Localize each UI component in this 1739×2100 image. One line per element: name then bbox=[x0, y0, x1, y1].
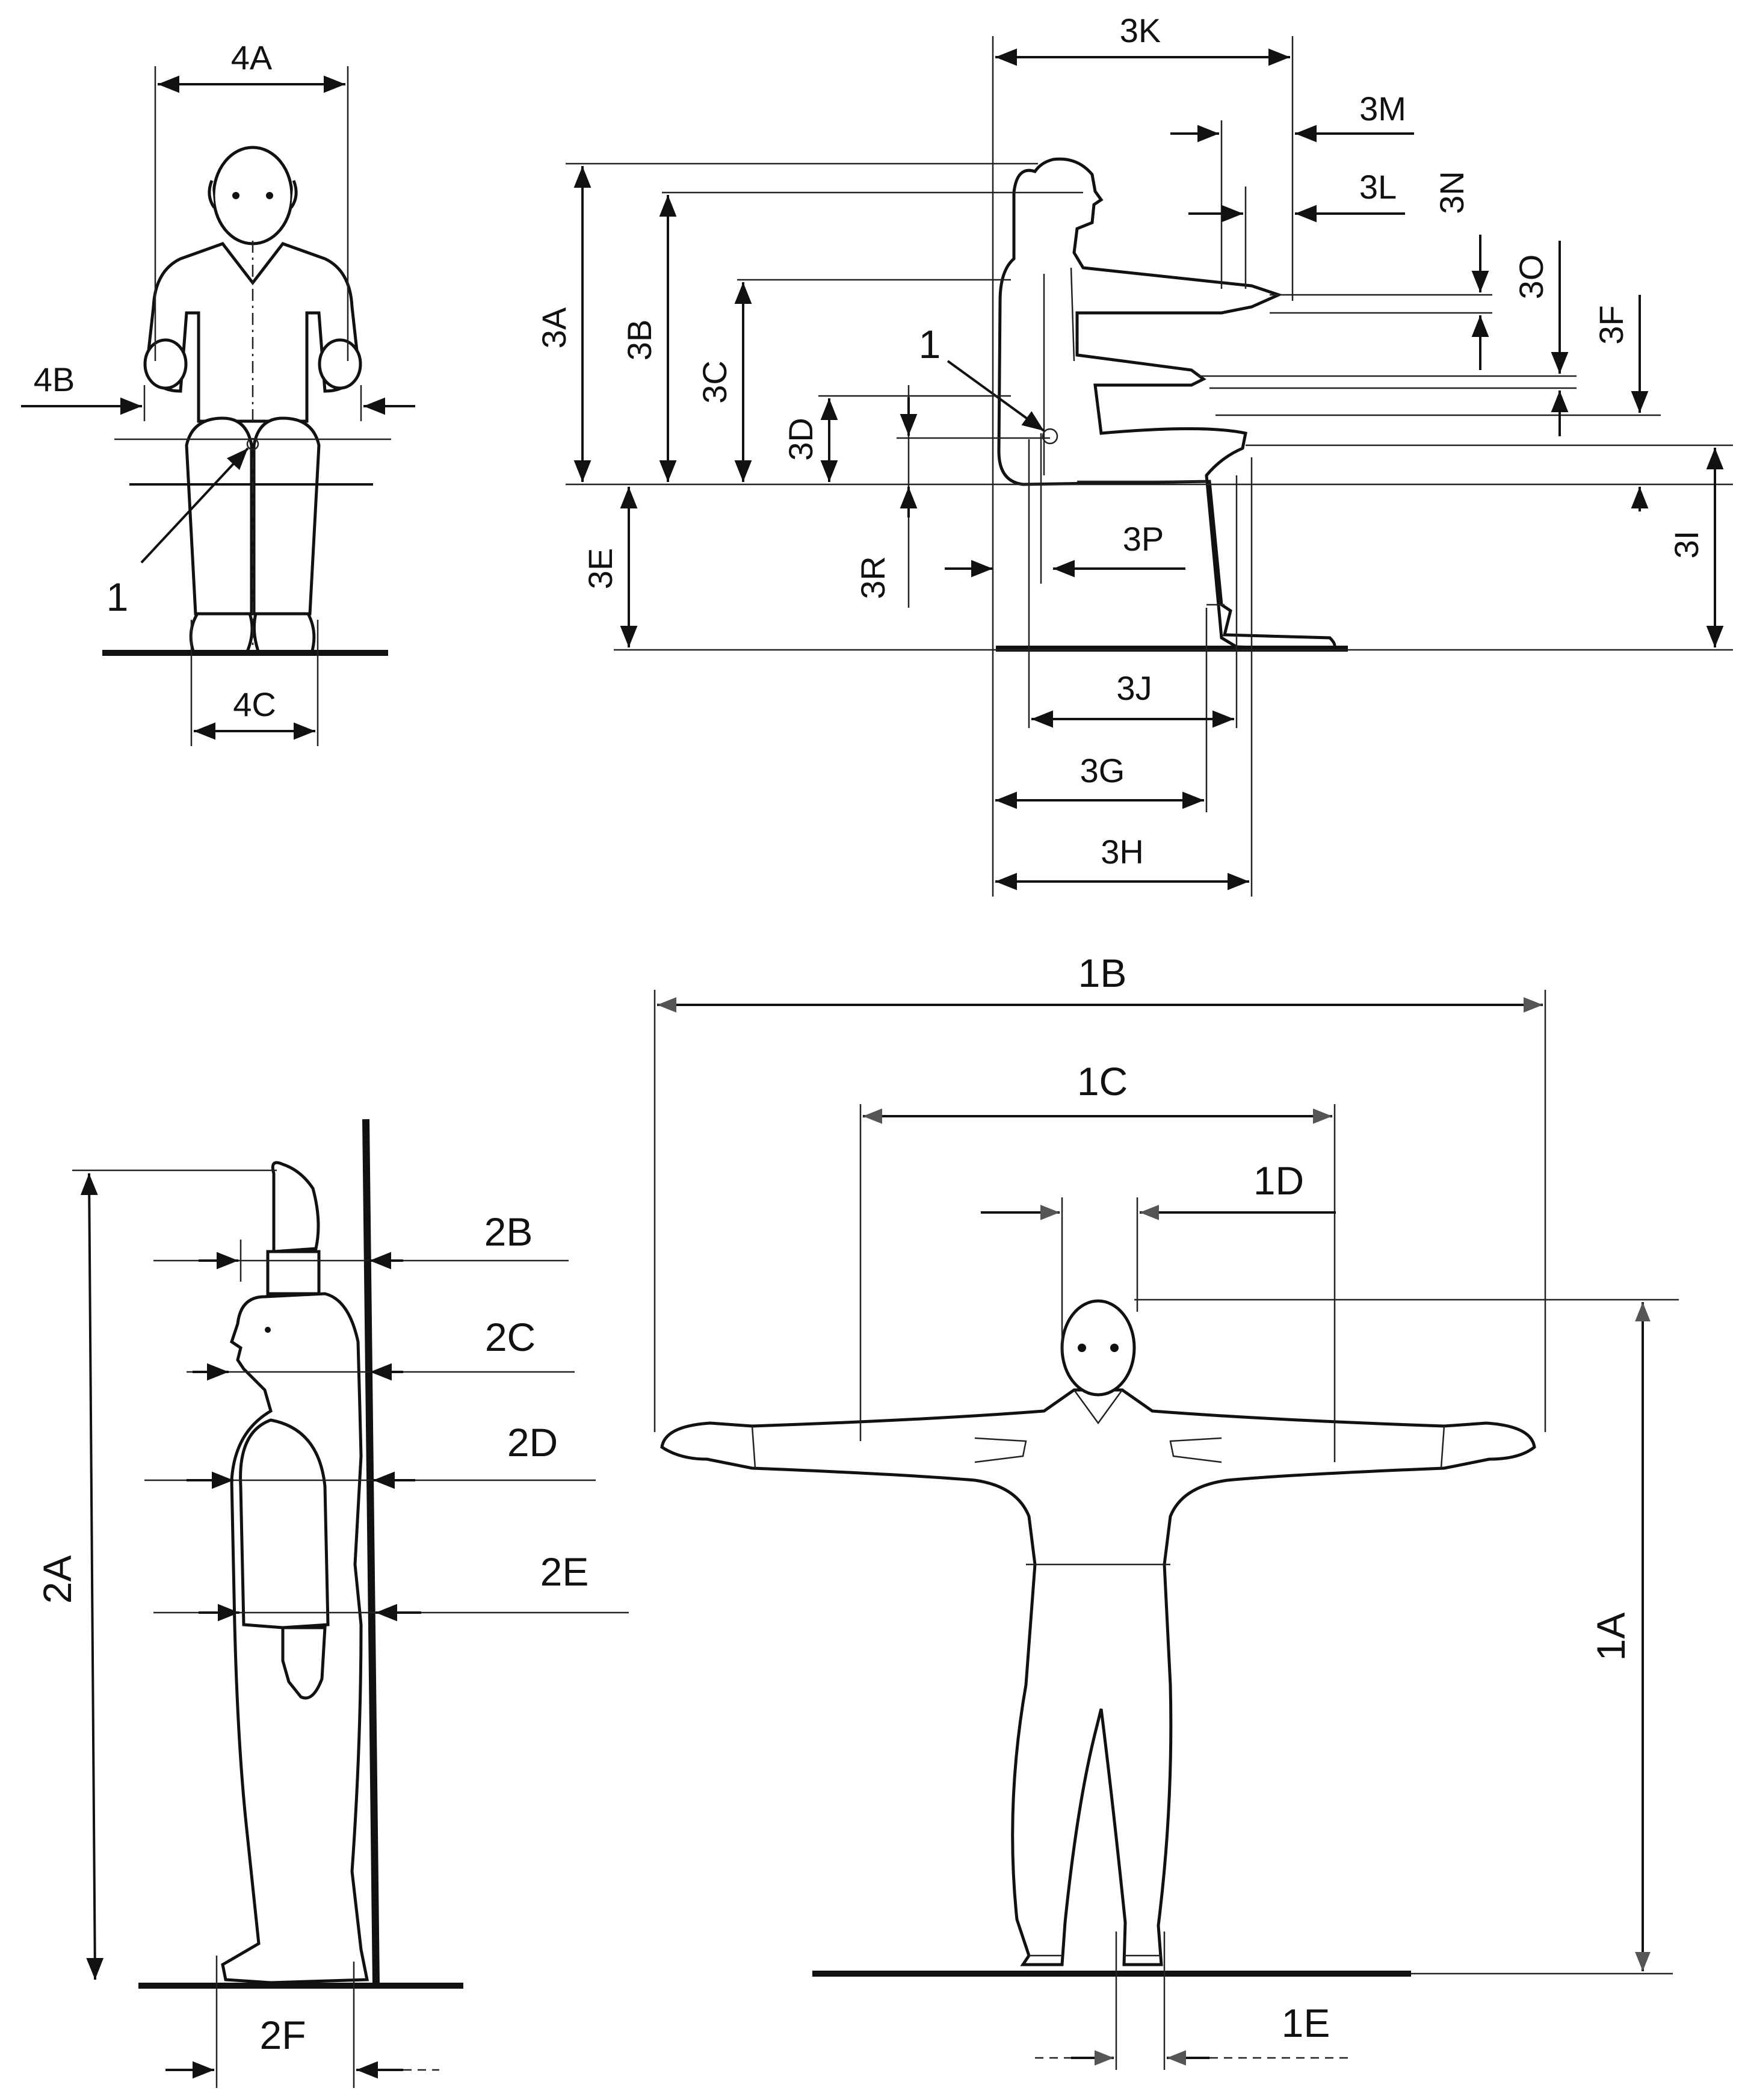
label-3L: 3L bbox=[1359, 168, 1397, 206]
label-3R: 3R bbox=[854, 556, 892, 599]
label-3P: 3P bbox=[1123, 520, 1164, 558]
seated-person-side bbox=[997, 157, 1336, 652]
label-2D: 2D bbox=[507, 1420, 558, 1465]
label-3C: 3C bbox=[696, 360, 734, 404]
label-2F: 2F bbox=[259, 2013, 306, 2057]
label-1E: 1E bbox=[1282, 2001, 1330, 2045]
seated-side-view: 1 3A 3B 3C 3D 3R 3E bbox=[535, 11, 1733, 897]
label-1A: 1A bbox=[1589, 1613, 1633, 1661]
label-2C: 2C bbox=[485, 1315, 536, 1359]
label-1B: 1B bbox=[1078, 951, 1127, 995]
label-4C: 4C bbox=[233, 685, 276, 723]
label-2A: 2A bbox=[35, 1555, 79, 1604]
head bbox=[212, 146, 294, 246]
label-3M: 3M bbox=[1359, 90, 1406, 128]
label-3A: 3A bbox=[535, 307, 573, 348]
label-3D: 3D bbox=[782, 418, 820, 461]
label-3B: 3B bbox=[620, 320, 658, 361]
label-4A: 4A bbox=[231, 39, 273, 76]
reference-point-1-side: 1 bbox=[919, 322, 941, 366]
seated-front-view: 4A 4B 1 4C bbox=[21, 39, 415, 746]
label-3J: 3J bbox=[1116, 669, 1152, 707]
reference-point-1-front: 1 bbox=[107, 575, 129, 619]
label-3F: 3F bbox=[1592, 305, 1630, 344]
label-3G: 3G bbox=[1080, 752, 1125, 789]
label-3E: 3E bbox=[581, 548, 619, 590]
label-3N: 3N bbox=[1433, 171, 1471, 214]
label-2E: 2E bbox=[540, 1549, 589, 1594]
standing-front-view: 1B 1C 1D 1A 1E bbox=[653, 951, 1679, 2070]
label-4B: 4B bbox=[34, 360, 75, 398]
head bbox=[1060, 1299, 1136, 1397]
label-3H: 3H bbox=[1101, 833, 1144, 871]
label-1D: 1D bbox=[1253, 1158, 1304, 1203]
label-3K: 3K bbox=[1120, 11, 1161, 49]
standing-person-front bbox=[660, 1388, 1536, 1966]
label-1C: 1C bbox=[1077, 1059, 1128, 1104]
label-3O: 3O bbox=[1512, 255, 1550, 300]
label-3I: 3I bbox=[1667, 531, 1705, 559]
standing-side-view: 2A 2B 2C 2D 2E 2F bbox=[35, 1119, 629, 2088]
standing-person-side bbox=[271, 1161, 320, 1253]
label-2B: 2B bbox=[484, 1209, 533, 1254]
